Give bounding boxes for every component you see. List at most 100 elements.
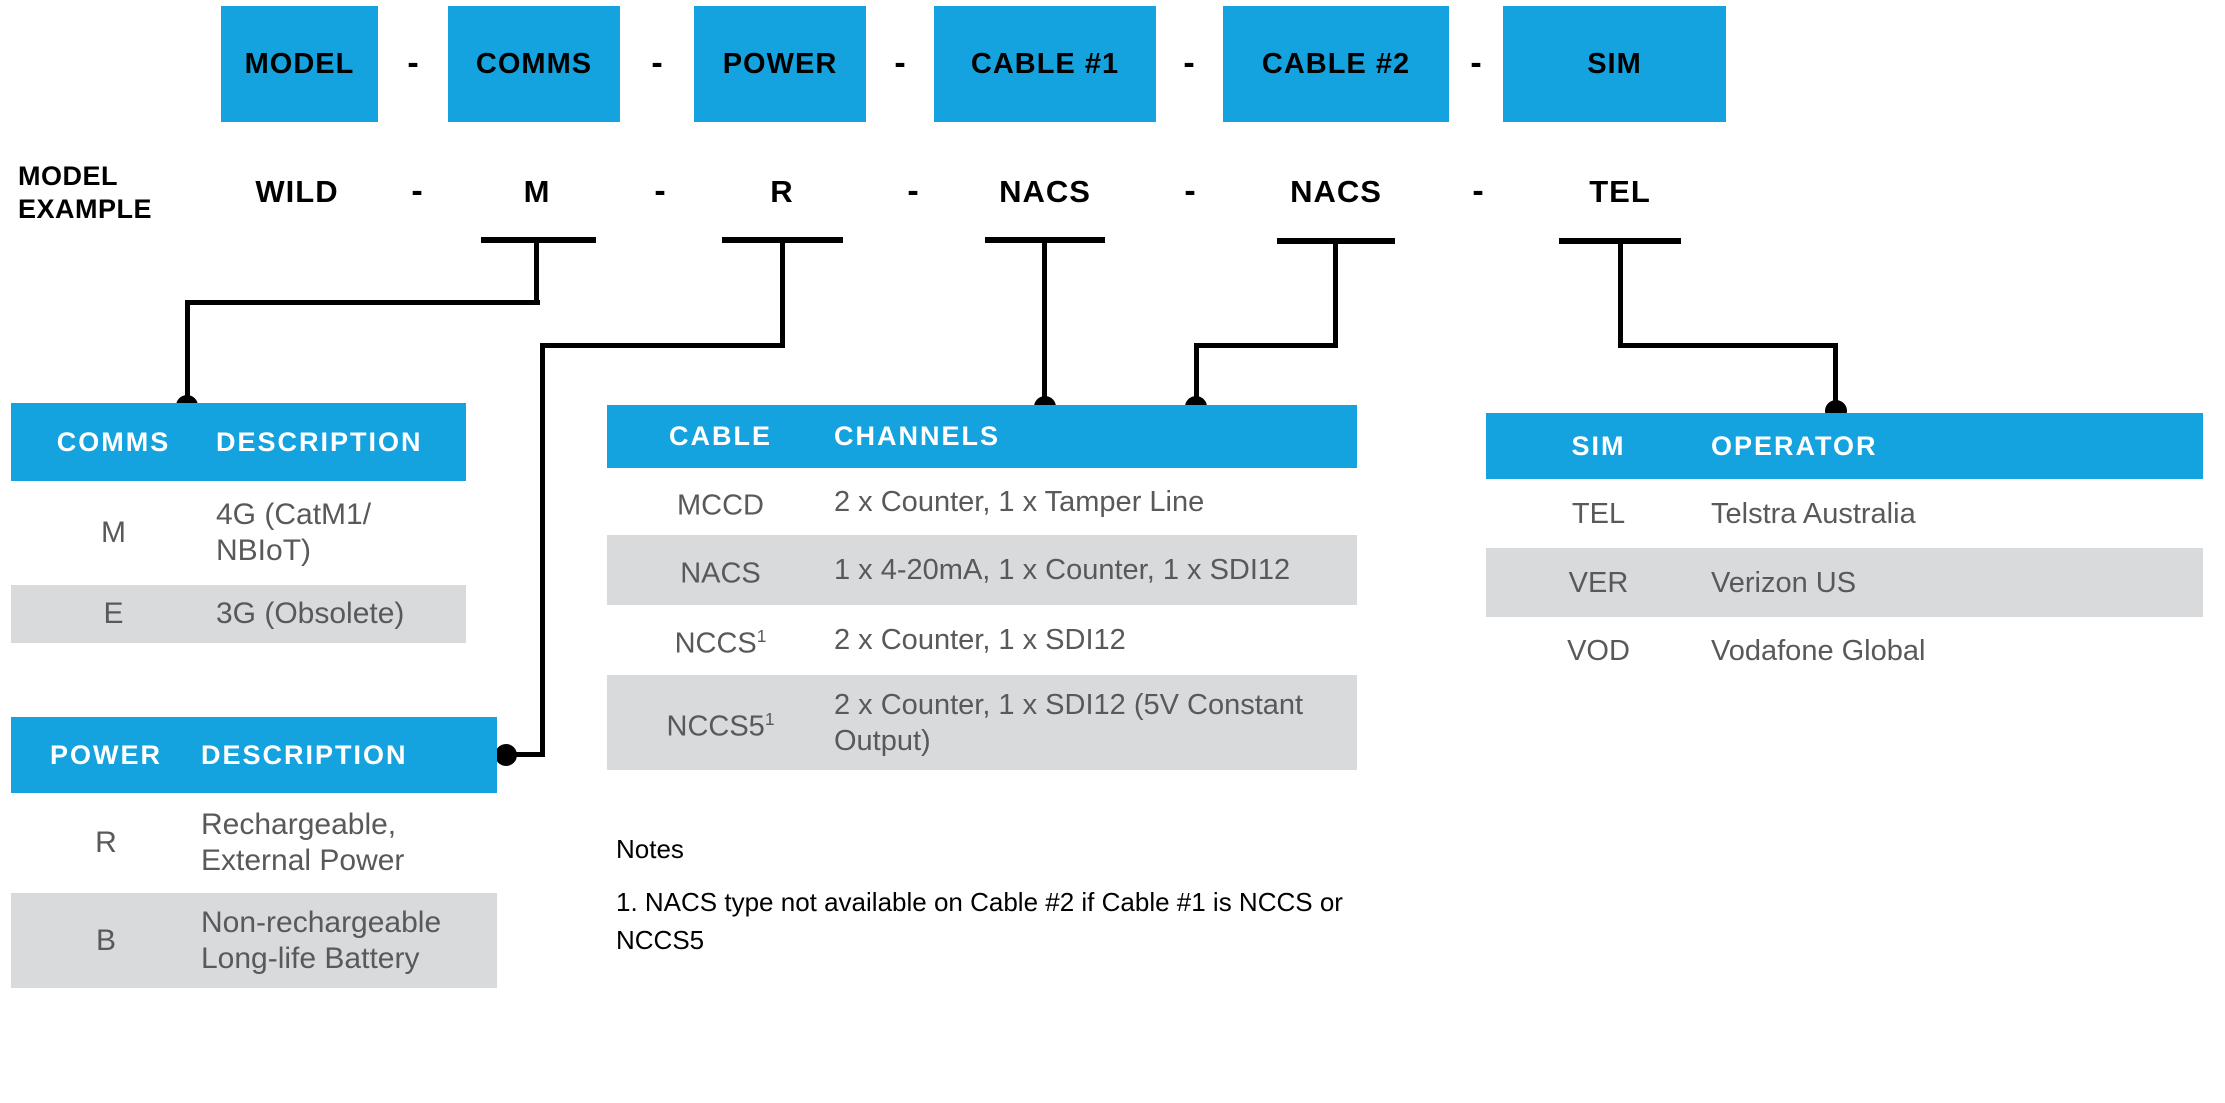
description-line: Long-life Battery [201, 941, 420, 975]
comms-header-col2: DESCRIPTION [216, 426, 423, 457]
code-text: NCCS5 [666, 710, 765, 743]
connector-line [1833, 343, 1838, 413]
separator-dash: - [654, 172, 666, 210]
power-table-header: POWER DESCRIPTION [11, 717, 497, 793]
row-description: 2 x Counter, 1 x SDI12 (5V Constant Outp… [834, 687, 1357, 759]
connector-line [1618, 343, 1838, 348]
sim-header-col2: OPERATOR [1711, 430, 1878, 461]
notes-body: 1. NACS type not available on Cable #2 i… [616, 883, 1343, 959]
separator-dash: - [894, 44, 906, 82]
table-row: R Rechargeable, External Power [11, 793, 497, 893]
code-text: MCCD [677, 489, 764, 522]
description-line: Telstra Australia [1711, 497, 1916, 530]
connector-line [534, 240, 539, 303]
separator-dash: - [411, 172, 423, 210]
table-row: MCCD 2 x Counter, 1 x Tamper Line [607, 468, 1357, 535]
table-row: NACS 1 x 4-20mA, 1 x Counter, 1 x SDI12 [607, 535, 1357, 605]
connector-line [1042, 240, 1047, 408]
row-description: Verizon US [1711, 565, 2203, 601]
cable-header-col1: CABLE [669, 421, 772, 451]
description-line: External Power [201, 844, 405, 877]
description-line: 4G (CatM1/ [216, 498, 372, 531]
row-description: Non-rechargeable Long-life Battery [201, 905, 497, 977]
connector-line [540, 343, 785, 348]
row-description: Rechargeable, External Power [201, 807, 497, 879]
table-row: NCCS51 2 x Counter, 1 x SDI12 (5V Consta… [607, 675, 1357, 770]
example-code-cable1: NACS [999, 174, 1091, 209]
example-code-sim: TEL [1589, 174, 1651, 209]
row-description: 2 x Counter, 1 x SDI12 [834, 622, 1357, 658]
connector-line [1194, 343, 1338, 348]
table-row: VOD Vodafone Global [1486, 617, 2203, 684]
cable-table-header: CABLE CHANNELS [607, 405, 1357, 468]
row-description: 2 x Counter, 1 x Tamper Line [834, 484, 1357, 520]
connector-line [185, 300, 190, 406]
example-code-comms: M [523, 174, 551, 209]
row-code: TEL [1571, 497, 1626, 530]
comms-table: COMMS DESCRIPTION M 4G (CatM1/ NBIoT) E … [11, 403, 466, 643]
code-footnote-sup: 1 [764, 708, 775, 729]
segment-box-cable2: CABLE #2 [1223, 6, 1449, 122]
row-description: 4G (CatM1/ NBIoT) [216, 497, 466, 569]
table-row: VER Verizon US [1486, 548, 2203, 617]
row-description: Vodafone Global [1711, 633, 2203, 669]
table-row: NCCS1 2 x Counter, 1 x SDI12 [607, 605, 1357, 675]
row-code: VOD [1567, 634, 1630, 667]
power-header-col1: POWER [49, 739, 162, 770]
cable-table: CABLE CHANNELS MCCD 2 x Counter, 1 x Tam… [607, 405, 1357, 770]
description-line: 1 x 4-20mA, 1 x Counter, 1 x SDI12 [834, 554, 1291, 586]
description-line: NBIoT) [216, 534, 312, 567]
description-line: 2 x Counter, 1 x SDI12 (5V Constant [834, 688, 1304, 721]
segment-box-sim: SIM [1503, 6, 1726, 122]
comms-header-col1: COMMS [56, 426, 171, 457]
description-line: 2 x Counter, 1 x Tamper Line [834, 485, 1205, 518]
cable-header-col2: CHANNELS [834, 421, 1001, 451]
code-text: NACS [680, 557, 761, 590]
notes-section: Notes 1. NACS type not available on Cabl… [616, 834, 1343, 959]
row-code: M [101, 516, 126, 549]
row-description: 1 x 4-20mA, 1 x Counter, 1 x SDI12 [834, 552, 1357, 588]
segment-box-comms: COMMS [448, 6, 620, 122]
example-code-model: WILD [255, 174, 339, 209]
connector-line [1333, 241, 1338, 346]
sim-table-header: SIM OPERATOR [1486, 413, 2203, 479]
row-code: NCCS51 [607, 701, 834, 745]
code-footnote-sup: 1 [756, 626, 767, 647]
code-text: NCCS [674, 627, 757, 660]
row-code: NCCS1 [607, 618, 834, 662]
model-example-label: MODEL EXAMPLE [18, 160, 152, 226]
note-line: NCCS5 [616, 925, 705, 955]
description-line: 3G (Obsolete) [216, 597, 405, 630]
junction-dot [495, 744, 517, 766]
row-code: MCCD [607, 480, 834, 524]
table-row: B Non-rechargeable Long-life Battery [11, 893, 497, 988]
note-line: 1. NACS type not available on Cable #2 i… [616, 887, 1343, 917]
connector-line [780, 240, 785, 346]
power-table: POWER DESCRIPTION R Rechargeable, Extern… [11, 717, 497, 988]
row-code: NACS [607, 548, 834, 592]
example-code-cable2: NACS [1290, 174, 1382, 209]
model-example-label-line1: MODEL [18, 161, 118, 191]
table-row: E 3G (Obsolete) [11, 585, 466, 643]
description-line: Non-rechargeable [201, 905, 442, 939]
connector-line [540, 343, 545, 757]
model-example-label-line2: EXAMPLE [18, 194, 153, 224]
separator-dash: - [407, 44, 419, 82]
connector-line [1194, 343, 1199, 407]
row-description: 3G (Obsolete) [216, 596, 466, 632]
example-code-power: R [770, 174, 794, 209]
power-header-col2: DESCRIPTION [201, 739, 408, 770]
comms-table-header: COMMS DESCRIPTION [11, 403, 466, 481]
sim-table: SIM OPERATOR TEL Telstra Australia VER V… [1486, 413, 2203, 684]
table-row: M 4G (CatM1/ NBIoT) [11, 481, 466, 585]
segment-box-model: MODEL [221, 6, 378, 122]
separator-dash: - [907, 172, 919, 210]
separator-dash: - [1470, 44, 1482, 82]
description-line: Output) [834, 724, 931, 757]
row-description: Telstra Australia [1711, 496, 2203, 532]
segment-box-cable1: CABLE #1 [934, 6, 1156, 122]
description-line: Verizon US [1711, 566, 1857, 599]
row-code: R [95, 826, 117, 859]
segment-box-power: POWER [694, 6, 866, 122]
